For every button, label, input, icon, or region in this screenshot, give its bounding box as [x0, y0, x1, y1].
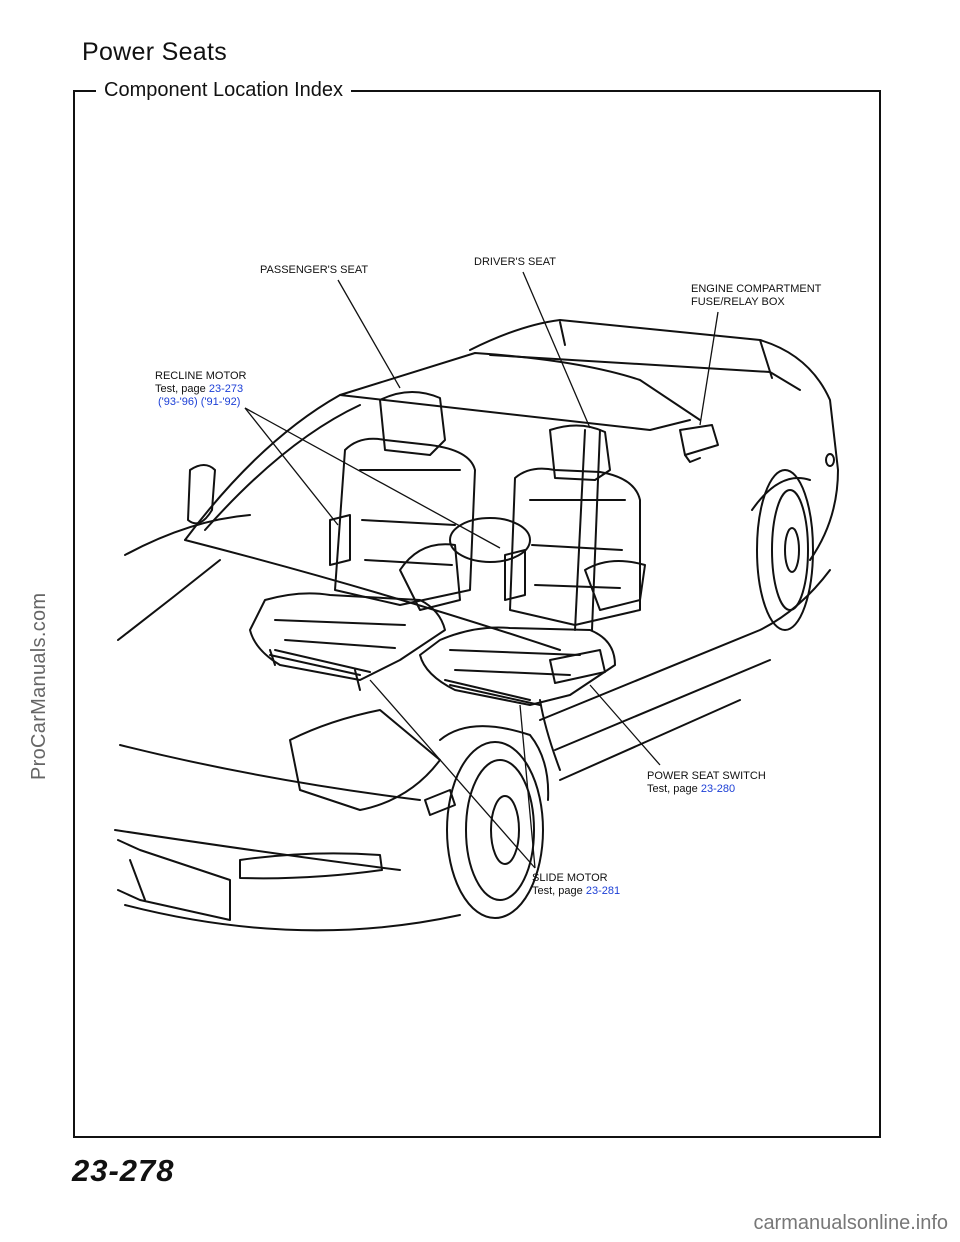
driver-seat-label: DRIVER'S SEAT — [474, 256, 556, 269]
engine-box-leader — [699, 311, 719, 426]
recline-motor-label: RECLINE MOTOR Test, page 23-273 ('93-'96… — [155, 370, 246, 409]
switch-leader — [589, 684, 661, 766]
slide-motor-label: SLIDE MOTOR Test, page 23-281 — [532, 872, 620, 898]
recline-page-link[interactable]: 23-273 — [208, 383, 244, 395]
side-watermark: ProCarManuals.com — [28, 592, 50, 780]
diagram-frame — [73, 90, 881, 1138]
page-title: Power Seats — [82, 38, 228, 66]
passenger-seat-text: PASSENGER'S SEAT — [260, 264, 369, 276]
recline-leader-2 — [244, 407, 501, 549]
switch-test-text: Test, page — [647, 783, 698, 795]
driver-seat-leader — [522, 271, 591, 429]
engine-box-line2: FUSE/RELAY BOX — [691, 296, 785, 308]
power-seat-switch-label: POWER SEAT SWITCH Test, page 23-280 — [647, 770, 766, 796]
bottom-watermark: carmanualsonline.info — [753, 1212, 948, 1234]
recline-leader-1 — [244, 407, 339, 526]
engine-box-line1: ENGINE COMPARTMENT — [691, 283, 822, 295]
recline-title: RECLINE MOTOR — [155, 370, 247, 382]
section-title: Component Location Index — [73, 78, 352, 102]
switch-title: POWER SEAT SWITCH — [647, 770, 766, 782]
slide-test-text: Test, page — [532, 885, 583, 897]
driver-seat-text: DRIVER'S SEAT — [474, 256, 556, 268]
page-number: 23-278 — [72, 1153, 175, 1188]
switch-page-link[interactable]: 23-280 — [700, 783, 736, 795]
slide-leader-1 — [369, 679, 536, 869]
slide-leader-2 — [519, 704, 536, 869]
slide-title: SLIDE MOTOR — [532, 872, 608, 884]
recline-test-text: Test, page — [155, 383, 206, 395]
passenger-seat-label: PASSENGER'S SEAT — [260, 264, 368, 277]
passenger-seat-leader — [337, 279, 401, 389]
engine-box-label: ENGINE COMPARTMENT FUSE/RELAY BOX — [691, 283, 821, 309]
recline-years: ('93-'96) ('91-'92) — [158, 396, 241, 408]
slide-page-link[interactable]: 23-281 — [585, 885, 621, 897]
